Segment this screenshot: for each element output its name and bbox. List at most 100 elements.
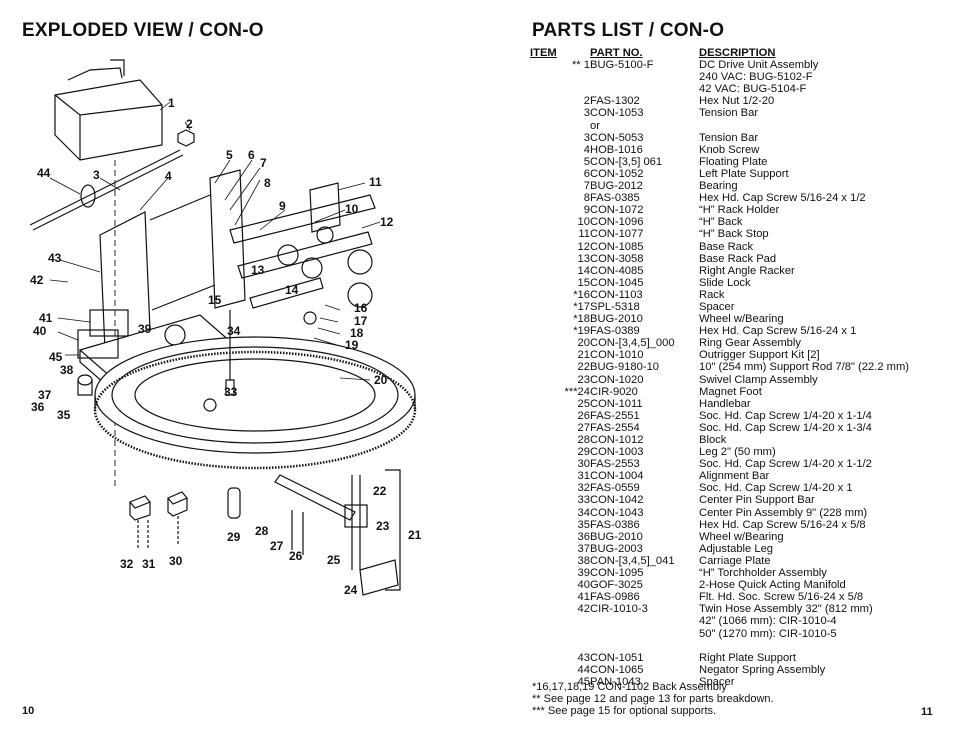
ring-gear bbox=[93, 336, 417, 470]
item-cell: 42 bbox=[530, 603, 590, 615]
callout-8: 8 bbox=[264, 176, 271, 190]
leg bbox=[227, 487, 241, 519]
table-row: 42 VAC: BUG-5104-F bbox=[530, 83, 909, 95]
callout-26: 26 bbox=[289, 549, 303, 563]
item-cell: 3 bbox=[530, 132, 590, 144]
part-number-cell: CON-1011 bbox=[590, 397, 643, 410]
part-number-cell: or bbox=[590, 119, 600, 132]
item-number: 45 bbox=[577, 675, 590, 688]
callout-37: 37 bbox=[38, 388, 52, 402]
description-cell: Block bbox=[699, 434, 727, 446]
description-cell: 42 VAC: BUG-5104-F bbox=[699, 83, 807, 96]
callout-18: 18 bbox=[350, 326, 364, 340]
item-cell: 10 bbox=[530, 216, 590, 228]
description-cell: Center Pin Assembly 9" (228 mm) bbox=[699, 506, 868, 519]
item-cell: 9 bbox=[530, 204, 590, 216]
table-row: 42" (1066 mm): CIR-1010-4 bbox=[530, 615, 909, 627]
description-cell: 42" (1066 mm): CIR-1010-4 bbox=[699, 615, 837, 628]
item-number: *17 bbox=[573, 300, 590, 313]
tension-bar bbox=[29, 149, 184, 231]
callout-44: 44 bbox=[37, 166, 51, 180]
description-cell: Tension Bar bbox=[699, 107, 759, 120]
description-cell: Left Plate Support bbox=[699, 167, 789, 180]
callout-30: 30 bbox=[169, 554, 183, 568]
description-cell bbox=[699, 120, 909, 132]
part-number-cell bbox=[590, 640, 699, 652]
drive-unit bbox=[54, 79, 163, 161]
description-cell: Rack bbox=[699, 288, 725, 301]
part-number-cell: CON-1003 bbox=[590, 446, 644, 459]
item-number: 34 bbox=[577, 506, 590, 519]
item-cell: 8 bbox=[530, 192, 590, 204]
alignment-block bbox=[129, 495, 151, 521]
part-number-cell: CON-1010 bbox=[590, 349, 644, 362]
item-cell bbox=[530, 83, 590, 95]
item-cell: 35 bbox=[530, 519, 590, 531]
description-cell: Base Rack bbox=[699, 240, 754, 253]
description-cell: “H” Rack Holder bbox=[699, 204, 780, 217]
item-number: 39 bbox=[577, 567, 590, 580]
item-cell: 26 bbox=[530, 410, 590, 422]
item-number: 4 bbox=[583, 143, 590, 156]
part-number-cell: BUG-9180-10 bbox=[590, 361, 660, 374]
part-number-cell bbox=[590, 628, 699, 640]
item-number: 8 bbox=[583, 192, 590, 205]
item-cell: 5 bbox=[530, 156, 590, 168]
part-number-cell: BUG-2012 bbox=[590, 180, 643, 193]
item-number: 40 bbox=[577, 579, 590, 592]
part-number-cell: CON-1051 bbox=[590, 651, 644, 664]
part-number-cell: CIR-9020 bbox=[590, 385, 638, 398]
part-number-cell bbox=[590, 71, 699, 83]
item-cell: *17 bbox=[530, 301, 590, 313]
item-number: *19 bbox=[573, 325, 590, 338]
description-cell: Hex Hd. Cap Screw 5/16-24 x 5/8 bbox=[699, 518, 866, 531]
callout-33: 33 bbox=[224, 385, 238, 399]
callout-36: 36 bbox=[31, 400, 45, 414]
part-number-cell: FAS-0389 bbox=[590, 325, 640, 338]
part-number-cell: SPL-5318 bbox=[590, 300, 640, 313]
table-row: or bbox=[530, 120, 909, 132]
part-number-cell: CON-3058 bbox=[590, 252, 644, 265]
description-cell: 50" (1270 mm): CIR-1010-5 bbox=[699, 627, 837, 640]
item-number: 15 bbox=[577, 276, 590, 289]
item-cell: 14 bbox=[530, 265, 590, 277]
item-number: 30 bbox=[577, 458, 590, 471]
description-cell: Soc. Hd. Cap Screw 1/4-20 x 1-1/4 bbox=[699, 409, 872, 422]
page-number-left: 10 bbox=[22, 705, 35, 717]
description-cell bbox=[699, 640, 909, 652]
item-number: 31 bbox=[577, 470, 590, 483]
table-header-row: ITEM PART NO. DESCRIPTION bbox=[530, 47, 909, 59]
part-number-cell: CON-1012 bbox=[590, 434, 644, 446]
part-number-cell: FAS-0385 bbox=[590, 192, 640, 205]
description-cell: Hex Hd. Cap Screw 5/16-24 x 1 bbox=[699, 325, 857, 338]
description-cell: Bearing bbox=[699, 180, 738, 193]
description-cell: Ring Gear Assembly bbox=[699, 337, 801, 350]
description-cell: Wheel w/Bearing bbox=[699, 530, 784, 543]
manifold bbox=[89, 309, 129, 337]
item-number: 7 bbox=[583, 180, 590, 193]
part-number-cell: CON-1077 bbox=[590, 228, 644, 241]
item-number: 35 bbox=[577, 518, 590, 531]
item-number: 12 bbox=[577, 240, 590, 253]
description-cell: Hex Nut 1/2-20 bbox=[699, 95, 775, 108]
item-cell: 12 bbox=[530, 241, 590, 253]
description-cell: “H” Back Stop bbox=[699, 228, 769, 241]
item-cell: *18 bbox=[530, 313, 590, 325]
item-number: 14 bbox=[577, 264, 590, 277]
